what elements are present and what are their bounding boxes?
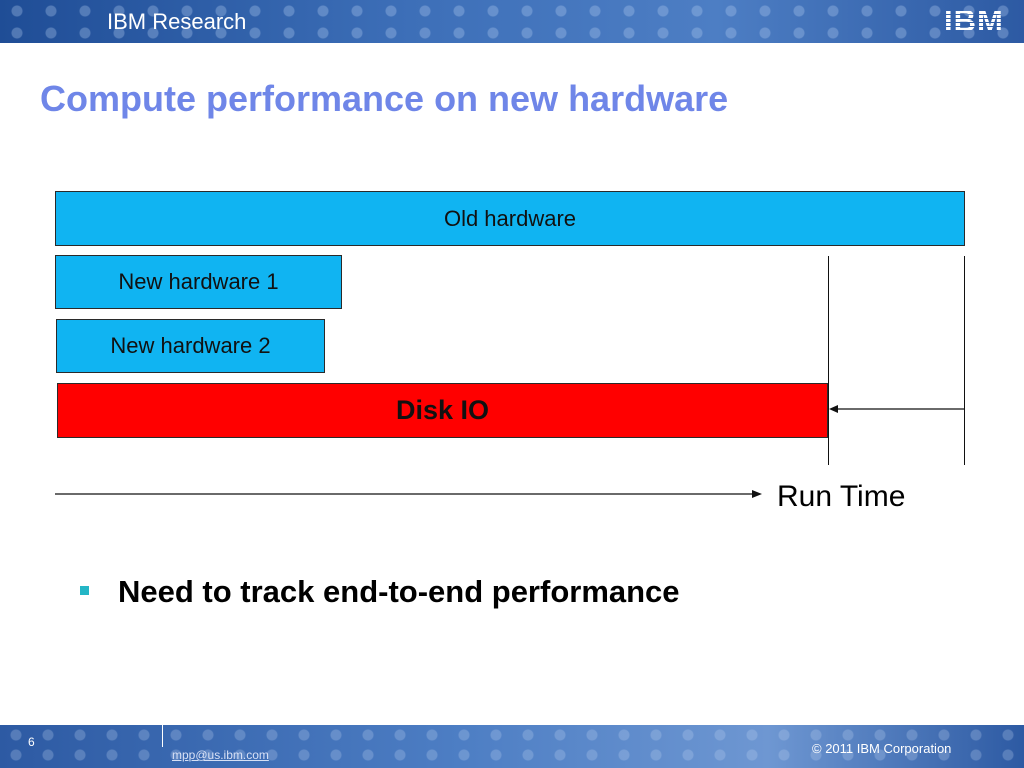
bar-new-hardware-1-label: New hardware 1	[118, 269, 279, 294]
bar-new-hardware-2: New hardware 2	[56, 319, 325, 373]
bar-new-hardware-1: New hardware 1	[55, 255, 342, 309]
header-band: IBM Research IBM	[0, 0, 1024, 43]
slide-title: Compute performance on new hardware	[40, 78, 729, 119]
ibm-logo: IBM	[944, 5, 1016, 37]
footer-band: 6 mpp@us.ibm.com © 2011 IBM Corporation	[0, 725, 1024, 768]
marker-line-left	[828, 256, 829, 465]
gap-arrow	[829, 405, 964, 413]
marker-line-right	[964, 256, 965, 465]
header-pattern	[0, 0, 1024, 43]
footer-pattern	[0, 725, 1024, 768]
header-brand: IBM Research	[107, 9, 247, 34]
run-time-label: Run Time	[777, 480, 906, 513]
footer-copyright: © 2011 IBM Corporation	[812, 741, 952, 756]
bar-disk-io-label: Disk IO	[395, 395, 490, 425]
footer-email-link[interactable]: mpp@us.ibm.com	[172, 748, 269, 762]
page-number: 6	[28, 735, 35, 749]
bar-old-hardware: Old hardware	[55, 191, 965, 246]
bullet-square-icon	[80, 586, 89, 595]
bar-new-hardware-2-label: New hardware 2	[110, 333, 271, 358]
run-time-axis-arrow	[55, 490, 762, 498]
footer-divider	[162, 725, 163, 747]
ibm-logo-text: IBM	[944, 3, 1004, 38]
bullet-text: Need to track end-to-end performance	[118, 574, 680, 609]
bar-disk-io: Disk IO	[57, 383, 828, 438]
bar-old-hardware-label: Old hardware	[443, 205, 577, 231]
